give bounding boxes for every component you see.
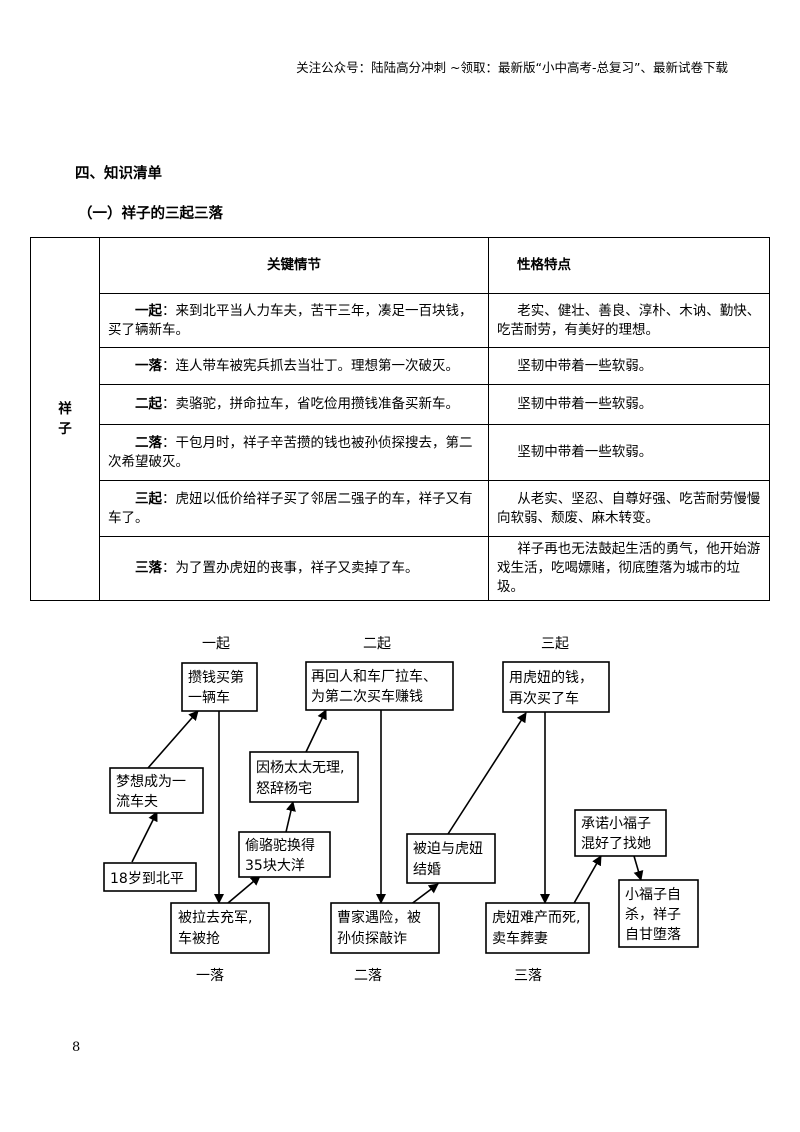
label-fall1: 一落	[196, 968, 224, 984]
event-cell: 一起：来到北平当人力车夫，苦干三年，凑足一百块钱，买了辆新车。	[99, 293, 489, 348]
table-row: 二落：干包月时，祥子辛苦攒的钱也被孙侦探搜去，第二次希望破灭。 坚韧中带着一些软…	[31, 424, 770, 481]
arrow	[285, 801, 296, 833]
event-cell: 一落：连人带车被宪兵抓去当壮丁。理想第一次破灭。	[99, 347, 489, 385]
box-text: 杀，祥子	[625, 907, 681, 923]
stage-label: 三起	[135, 490, 162, 507]
trait-cell: 坚韧中带着一些软弱。	[488, 347, 770, 385]
box-text: 用虎妞的钱，	[509, 670, 593, 686]
stage-label: 三落	[135, 560, 162, 576]
box-text: 车被抢	[178, 930, 220, 947]
arrow	[227, 875, 261, 904]
trait-cell: 坚韧中带着一些软弱。	[488, 424, 770, 481]
box-promise	[574, 809, 667, 857]
box-text: 孙侦探敲诈	[337, 930, 407, 947]
box-return	[305, 661, 454, 711]
label-rise2: 二起	[363, 636, 391, 652]
event-text: ：干包月时，祥子辛苦攒的钱也被孙侦探搜去，第二次希望破灭。	[108, 434, 473, 470]
box-huniu-money	[502, 661, 610, 713]
box-text: 流车夫	[116, 793, 158, 810]
box-xiaofuzi	[618, 879, 699, 948]
arrow	[409, 883, 439, 906]
box-age18	[103, 862, 197, 892]
arrow	[447, 712, 527, 835]
row-label: 祥子	[58, 401, 72, 437]
plot-table: 祥子 关键情节 性格特点 一起：来到北平当人力车夫，苦干三年，凑足一百块钱，买了…	[30, 237, 770, 601]
box-text: 被拉去充军,	[178, 910, 252, 926]
event-text: ：连人带车被宪兵抓去当壮丁。理想第一次破灭。	[162, 357, 459, 374]
stage-label: 一落	[135, 357, 162, 374]
box-text: 35块大洋	[245, 858, 305, 874]
box-text: 虎妞难产而死,	[492, 910, 580, 926]
stage-label: 二起	[135, 396, 162, 412]
box-text: 攒钱买第	[188, 669, 244, 686]
event-cell: 三落：为了置办虎妞的丧事，祥子又卖掉了车。	[99, 536, 489, 601]
box-text: 怒辞杨宅	[256, 781, 312, 797]
table-header-row: 祥子 关键情节 性格特点	[30, 237, 770, 601]
box-huniu-death	[485, 902, 590, 954]
box-text: 梦想成为一	[116, 774, 186, 790]
box-text: 一辆车	[188, 689, 230, 706]
stage-label: 一起	[135, 302, 162, 319]
event-cell: 二起：卖骆驼，拼命拉车，省吃俭用攒钱准备买新车。	[99, 384, 489, 425]
table-row: 三起：虎妞以低价给祥子买了邻居二强子的车，祥子又有车了。 从老实、坚忍、自尊好强…	[31, 480, 770, 537]
plot-flowchart: 一起 二起 三起 一落 二落 三落 18岁到北平 梦想成为一	[103, 636, 699, 984]
flow-boxes	[103, 661, 699, 954]
row-label-cell: 祥子	[30, 237, 100, 601]
box-camels	[238, 831, 331, 878]
arrow	[572, 855, 602, 906]
box-text: 再回人和车厂拉车、	[311, 668, 437, 685]
box-text: 因杨太太无理,	[256, 760, 344, 776]
box-text: 混好了找她	[581, 836, 651, 852]
flow-arrows	[131, 709, 644, 906]
box-text: 曹家遇险，被	[337, 909, 421, 926]
table-row: 一落：连人带车被宪兵抓去当壮丁。理想第一次破灭。 坚韧中带着一些软弱。	[31, 347, 770, 385]
event-text: ：来到北平当人力车夫，苦干三年，凑足一百块钱，买了辆新车。	[108, 302, 473, 338]
arrow	[147, 710, 199, 769]
event-text: ：卖骆驼，拼命拉车，省吃俭用攒钱准备买新车。	[162, 396, 459, 412]
label-rise3: 三起	[541, 636, 569, 652]
box-cao	[330, 902, 440, 954]
event-cell: 三起：虎妞以低价给祥子买了邻居二强子的车，祥子又有车了。	[99, 480, 489, 537]
box-text: 18岁到北平	[110, 871, 184, 887]
event-text: ：虎妞以低价给祥子买了邻居二强子的车，祥子又有车了。	[108, 490, 473, 526]
section-title: 四、知识清单	[75, 166, 162, 182]
trait-cell: 从老实、坚忍、自尊好强、吃苦耐劳慢慢向软弱、颓废、麻木转变。	[488, 480, 770, 537]
box-save1	[181, 662, 258, 712]
subsection-title: （一）祥子的三起三落	[78, 206, 223, 222]
table-row: 三落：为了置办虎妞的丧事，祥子又卖掉了车。 祥子再也无法鼓起生活的勇气，他开始游…	[31, 536, 770, 601]
table-row: 二起：卖骆驼，拼命拉车，省吃俭用攒钱准备买新车。 坚韧中带着一些软弱。	[31, 384, 770, 425]
box-text: 小福子自	[625, 887, 681, 903]
trait-cell: 老实、健壮、善良、淳朴、木讷、勤快、吃苦耐劳，有美好的理想。	[488, 293, 770, 348]
flow-box-texts: 18岁到北平 梦想成为一 流车夫 攒钱买第 一辆车 被拉去充军, 车被抢 偷骆驼…	[110, 668, 681, 947]
box-text: 卖车葬妻	[492, 930, 548, 947]
table-row: 一起：来到北平当人力车夫，苦干三年，凑足一百块钱，买了辆新车。 老实、健壮、善良…	[31, 293, 770, 348]
box-text: 再次买了车	[509, 690, 579, 707]
box-text: 承诺小福子	[581, 816, 651, 832]
label-fall2: 二落	[354, 968, 382, 984]
stage-label: 二落	[135, 434, 162, 451]
box-text: 为第二次买车赚钱	[311, 688, 423, 705]
header-note: 关注公众号：陆陆高分冲刺 ~领取：最新版“小中高考-总复习”、最新试卷下载	[296, 60, 728, 75]
box-marry	[406, 833, 496, 884]
arrow	[305, 709, 327, 753]
event-cell: 二落：干包月时，祥子辛苦攒的钱也被孙侦探搜去，第二次希望破灭。	[99, 424, 489, 481]
trait-cell: 坚韧中带着一些软弱。	[488, 384, 770, 425]
box-text: 自甘堕落	[625, 926, 681, 943]
box-text: 结婚	[413, 862, 441, 878]
col-trait-header: 性格特点	[488, 237, 770, 294]
event-text: ：为了置办虎妞的丧事，祥子又卖掉了车。	[162, 560, 419, 576]
label-fall3: 三落	[514, 968, 542, 984]
col-event-header: 关键情节	[99, 237, 489, 294]
box-yang	[249, 751, 359, 803]
box-seized	[170, 902, 270, 954]
arrow	[633, 855, 644, 881]
box-text: 被迫与虎妞	[413, 841, 483, 857]
trait-cell: 祥子再也无法鼓起生活的勇气，他开始游戏生活，吃喝嫖赌，彻底堕落为城市的垃圾。	[488, 536, 770, 601]
arrow	[131, 811, 158, 863]
box-dream	[109, 767, 204, 814]
label-rise1: 一起	[202, 636, 230, 652]
box-text: 偷骆驼换得	[245, 837, 315, 854]
page-number: 8	[72, 1040, 81, 1055]
